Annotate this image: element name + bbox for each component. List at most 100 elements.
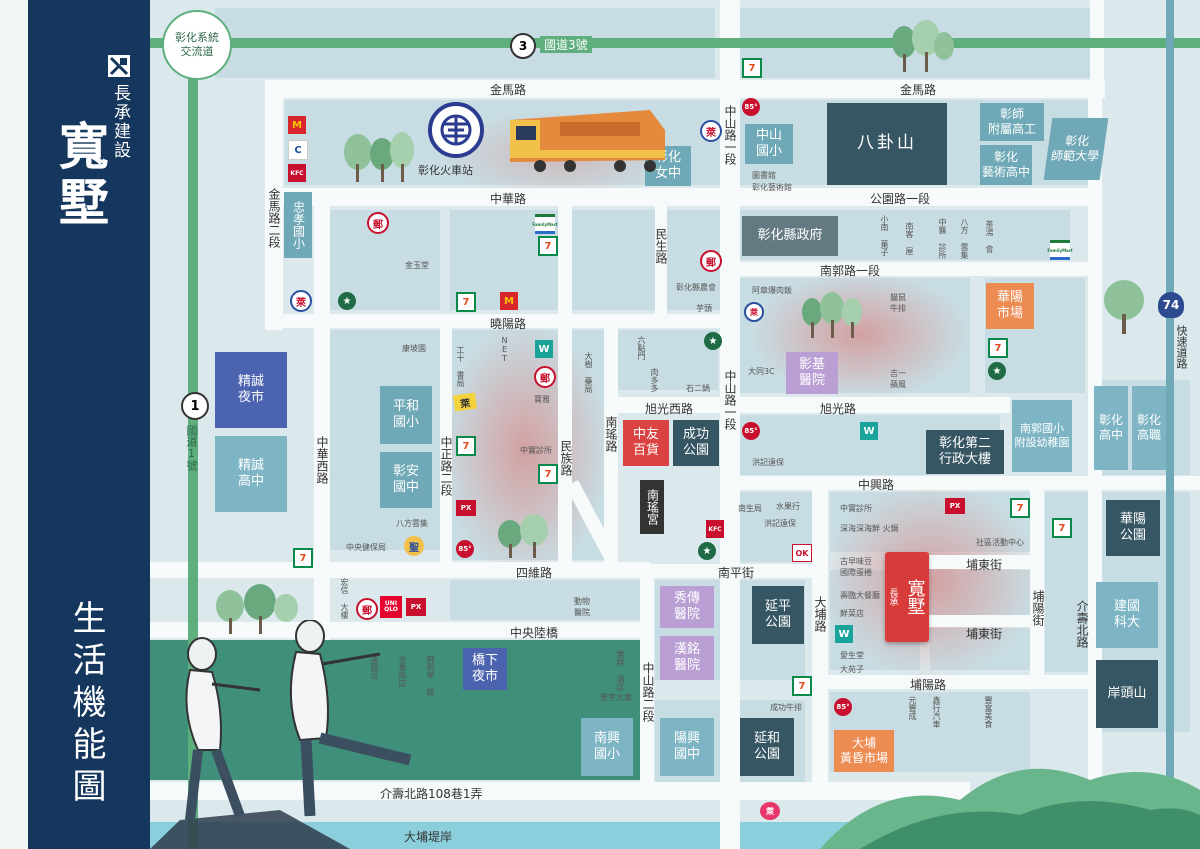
seven-eleven-icon: 7 <box>988 338 1008 358</box>
shop-label: 八方 雲集 <box>960 218 969 259</box>
road-jinma-sec2 <box>265 80 283 330</box>
landmark-county-gov[interactable]: 彰化縣政府 <box>742 216 838 256</box>
shop-label: 六點門 <box>637 336 646 360</box>
label-nanping: 南平街 <box>718 566 755 580</box>
road-buyang <box>820 675 1090 689</box>
station-label: 彰化火車站 <box>418 164 473 177</box>
nat3-shield-icon: 3 <box>510 33 536 59</box>
landmark-arts-hs[interactable]: 彰化 藝術高中 <box>980 145 1032 185</box>
shop-label: 肉多多 <box>650 368 659 392</box>
starbucks-icon: ★ <box>988 362 1006 380</box>
label-zhongshan1b: 中山路一段 <box>723 370 737 430</box>
landmark-zhongshan-es[interactable]: 中山 國小 <box>745 124 793 164</box>
shop-label: 水果行 <box>776 502 800 511</box>
landmark-bagua[interactable]: 八卦山 <box>827 103 947 185</box>
landmark-qiaoxia-night[interactable]: 橋下 夜市 <box>463 648 507 690</box>
landmark-yanhe-park[interactable]: 延和 公園 <box>740 718 794 776</box>
kfc-icon: KFC <box>706 520 724 538</box>
landmark-huayang-mkt[interactable]: 華陽 市場 <box>986 283 1034 329</box>
road-nanguo <box>725 262 1095 276</box>
post-office-icon: 郵 <box>700 250 722 272</box>
landmark-antoushan[interactable]: 岸頭山 <box>1096 660 1158 728</box>
tree-icon <box>494 514 554 564</box>
landmark-huayang-park[interactable]: 華陽 公園 <box>1106 500 1160 556</box>
shop-label: 石二鍋 <box>686 384 710 393</box>
landmark-yingji-hosp[interactable]: 影基 醫院 <box>786 352 838 394</box>
shop-label: 動物 醫院 <box>574 597 590 617</box>
shop-label: 古早味豆 國際蛋捲 <box>840 557 872 577</box>
landmark-nanyao-temple[interactable]: 南瑤宮 <box>640 480 664 534</box>
tree-icon <box>1100 278 1150 338</box>
landmark-pinghe-es[interactable]: 平和 國小 <box>380 386 432 444</box>
hi-life-icon: 萊 <box>452 392 478 412</box>
shop-label: 中醫 診所 <box>938 218 947 259</box>
road-buyang-st <box>1030 478 1044 678</box>
cafe85-icon: 85° <box>742 98 760 116</box>
company-name: 長承建設 <box>110 84 130 160</box>
road-minsheng <box>655 190 667 315</box>
highway-nat1 <box>188 38 198 849</box>
landmark-jianguo-univ[interactable]: 建國 科大 <box>1096 582 1158 648</box>
shop-label: 深海深海鮮 火鍋 <box>840 524 899 533</box>
label-zhongyang: 中央陸橋 <box>510 626 559 640</box>
shop-label: 元豐成 <box>908 696 917 720</box>
road-zhongyang <box>150 622 650 638</box>
label-minsheng: 民生路 <box>654 228 668 264</box>
tree-icon <box>210 580 300 640</box>
label-gongyuan: 公園路一段 <box>870 192 931 206</box>
shop-label: 洪記遠保 <box>752 458 784 467</box>
project-badge-name: 寬墅 <box>904 579 926 615</box>
landmark-chenggong-park[interactable]: 成功 公園 <box>673 420 719 466</box>
landmark-nanxing-es[interactable]: 南興 國小 <box>581 718 633 776</box>
label-xuguang-w: 旭光西路 <box>645 402 694 416</box>
nat3-label: 國道3號 <box>540 36 592 53</box>
shop-label: 金玉堂 <box>405 261 429 270</box>
shop-label: 豐富美食 <box>984 696 993 728</box>
road-zhongshan2 <box>640 578 654 788</box>
landmark-jingcheng-night[interactable]: 精誠 夜市 <box>215 352 287 428</box>
label-jinma-sec2: 金馬路二段 <box>267 188 281 248</box>
label-zhonghua-w: 中華西路 <box>315 436 329 484</box>
road-dapu <box>812 478 828 788</box>
road-zhongxing <box>725 476 1200 490</box>
post-office-icon: 郵 <box>534 366 556 388</box>
shop-label: 小南 菓子 <box>880 215 889 256</box>
landmark-affil-hs[interactable]: 彰師 附屬高工 <box>980 103 1044 141</box>
project-badge[interactable]: 長承 寬墅 <box>885 552 929 642</box>
shop-label: 南客 屋 <box>905 222 914 255</box>
landmark-dapu-market[interactable]: 大埔 黃昏市場 <box>834 730 894 772</box>
landmark-zhongyou[interactable]: 中友 百貨 <box>623 420 669 466</box>
landmark-second-admin[interactable]: 彰化第二 行政大樓 <box>926 430 1004 474</box>
watsons-icon: W <box>535 340 553 358</box>
sidebar-band <box>28 0 150 849</box>
shop-label: 彰化縣農會 <box>676 283 716 292</box>
landmark-zhongxiao-es[interactable]: 忠孝國小 <box>284 192 312 258</box>
shop-label: 洪記遠保 <box>764 519 796 528</box>
landmark-yangxing-js[interactable]: 陽興 國中 <box>660 718 714 776</box>
shop-label: NET <box>500 336 509 363</box>
landmark-hanming-hosp[interactable]: 漢銘 醫院 <box>660 636 714 680</box>
landmark-yanping-park[interactable]: 延平 公園 <box>752 586 804 644</box>
landmark-xiuchuan-hosp[interactable]: 秀傳 醫院 <box>660 586 714 628</box>
carrefour-icon: C <box>288 140 308 160</box>
landmark-changhua-vs[interactable]: 彰化 高職 <box>1132 386 1166 470</box>
starbucks-icon: ★ <box>704 332 722 350</box>
landmark-nanguo-es[interactable]: 南郭國小 附設幼稚園 <box>1012 400 1072 472</box>
kfc-icon: KFC <box>288 164 306 182</box>
walkers-illustration <box>150 619 430 849</box>
nat1-shield-icon: 1 <box>181 392 209 420</box>
landmark-changhua-hs[interactable]: 彰化 高中 <box>1094 386 1128 470</box>
seven-eleven-icon: 7 <box>1010 498 1030 518</box>
label-zhongzheng: 中正路二段 <box>439 436 453 496</box>
landmark-jingcheng-hs[interactable]: 精誠 高中 <box>215 436 287 512</box>
block <box>570 210 720 310</box>
landmark-chang-an-js[interactable]: 彰安 國中 <box>380 452 432 508</box>
shop-label: 彰化藝術館 <box>752 183 792 192</box>
shop-label: 中實診所 <box>840 504 872 513</box>
shop-label: 八方雲集 <box>396 519 428 528</box>
landmark-normal-univ[interactable]: 彰化 師範大學 <box>1043 118 1109 180</box>
shop-label: 大同3C <box>748 367 775 376</box>
shop-label: 光量商店 <box>398 655 407 687</box>
road-minzu <box>558 200 572 575</box>
